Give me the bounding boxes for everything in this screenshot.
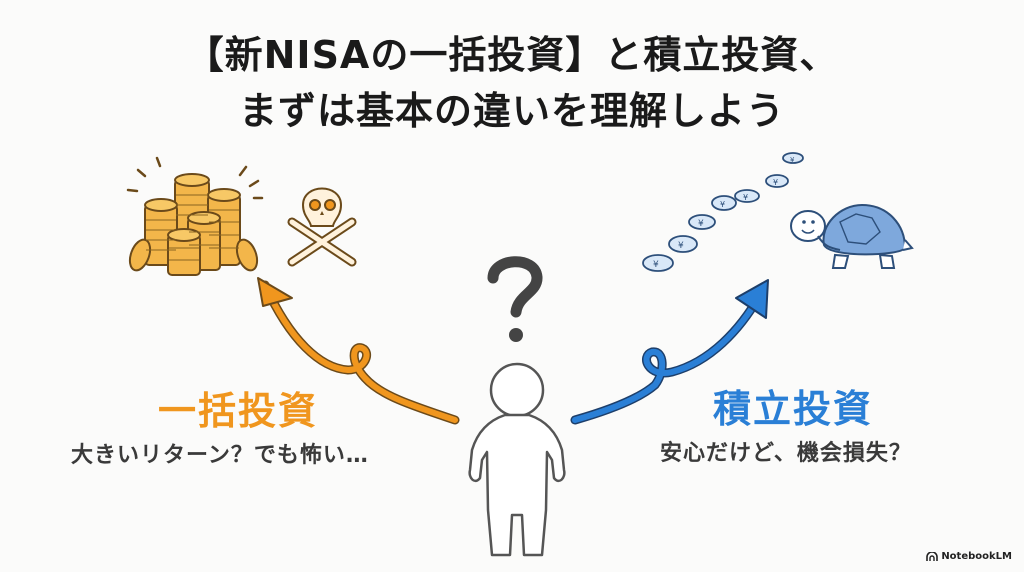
svg-text:¥: ¥: [678, 241, 684, 251]
brand-watermark: NotebookLM: [926, 551, 1012, 562]
svg-text:¥: ¥: [720, 200, 725, 209]
title-line-2: まずは基本の違いを理解しよう: [238, 89, 785, 133]
turtle-icon: [790, 203, 914, 269]
dollar-cost-averaging-label: 積立投資: [713, 387, 874, 431]
svg-text:¥: ¥: [698, 219, 704, 229]
svg-text:¥: ¥: [743, 193, 748, 202]
loop-arrow-up-left-icon: [257, 277, 460, 425]
loop-arrow-up-right-icon: [570, 279, 769, 425]
coin-stacks-icon: [126, 156, 264, 276]
lump-sum-caption: 大きいリターン？でも怖い…: [71, 443, 369, 468]
lump-sum-label: 一括投資: [158, 389, 319, 433]
yen-coin-trail-icon: ¥ ¥ ¥ ¥ ¥ ¥ ¥: [642, 152, 804, 272]
dollar-cost-averaging-caption: 安心だけど、機会損失？: [660, 441, 912, 466]
person-icon: [468, 362, 566, 557]
svg-text:¥: ¥: [653, 260, 659, 270]
skull-crossbones-icon: [287, 187, 357, 267]
svg-text:¥: ¥: [790, 156, 795, 164]
svg-text:¥: ¥: [773, 178, 778, 187]
question-mark-icon: [487, 256, 543, 342]
notebooklm-logo-icon: [926, 552, 939, 561]
brand-name: NotebookLM: [941, 551, 1012, 562]
title-line-1: 【新NISAの一括投資】と積立投資、: [185, 33, 839, 77]
